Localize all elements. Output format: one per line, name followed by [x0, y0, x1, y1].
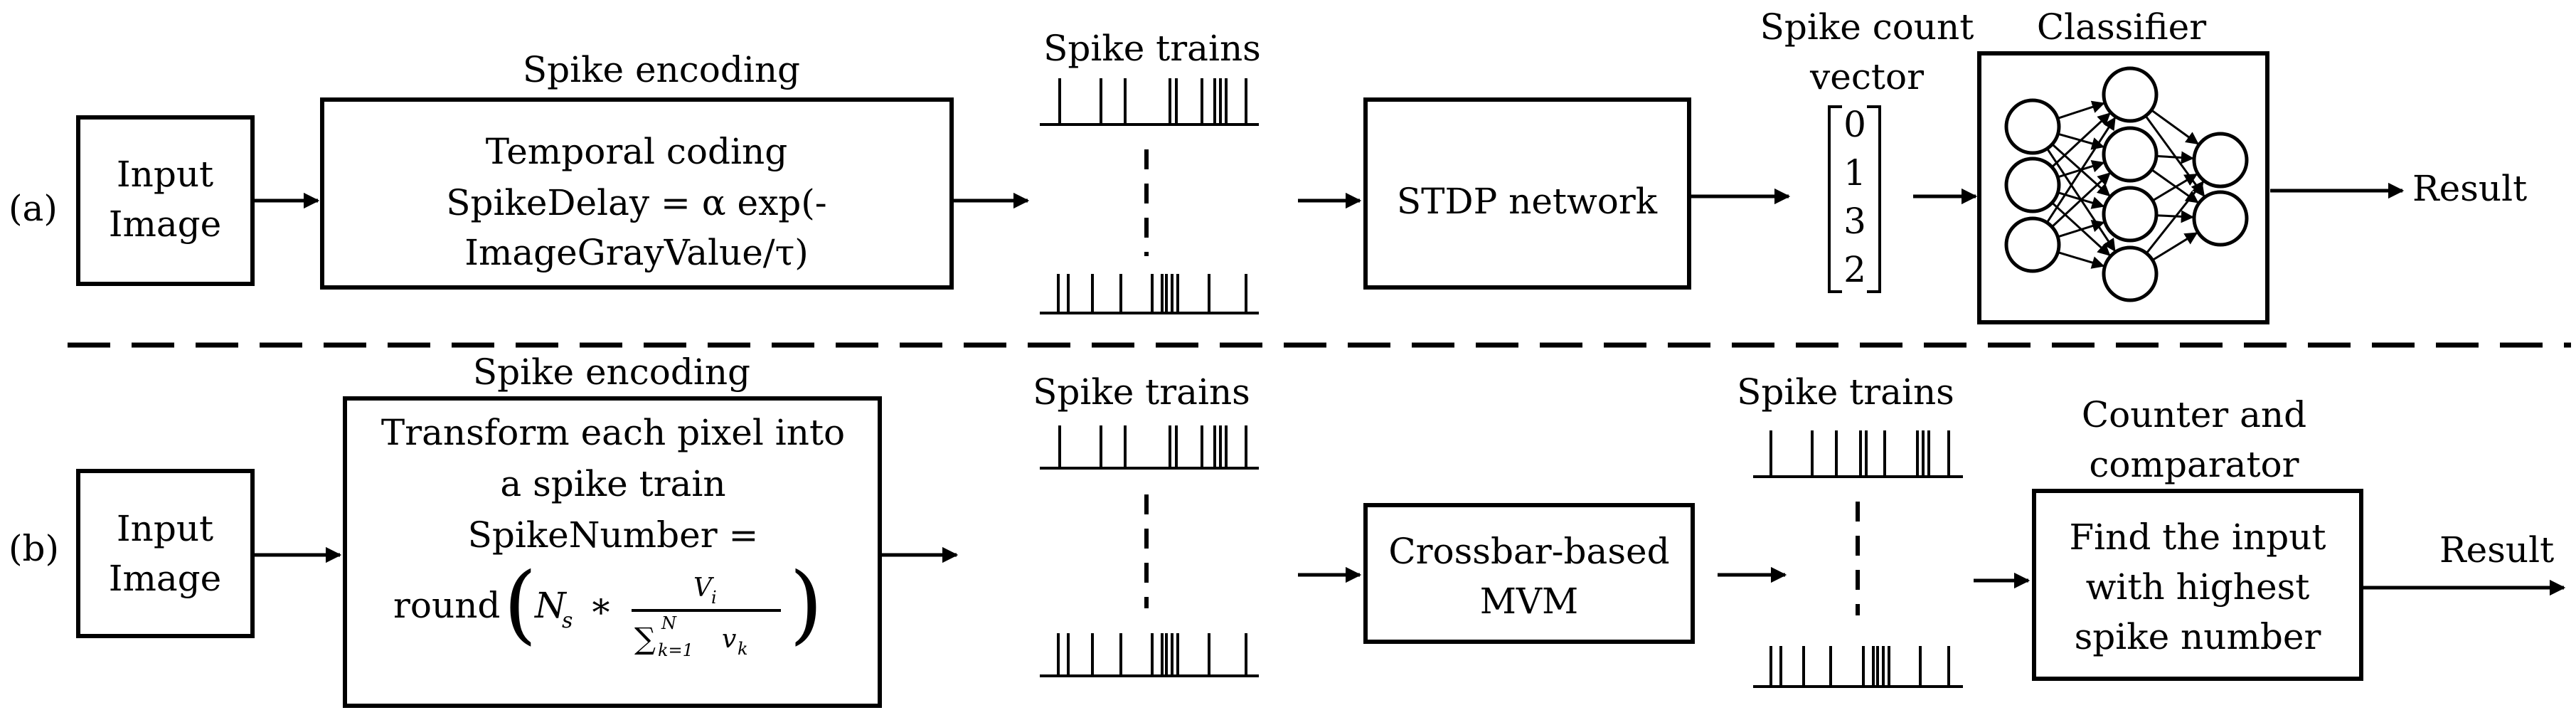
stdp-network-box	[1363, 97, 1691, 290]
formula-sum: ∑	[634, 621, 656, 656]
vector-value: 0	[1843, 104, 1866, 145]
spike-train-bottom-a	[1040, 274, 1259, 314]
spike-train-bottom-b2	[1753, 646, 1963, 688]
spike-count-label-line2: vector	[1809, 56, 1924, 97]
spike-count-vector: 0 1 3 2	[1828, 104, 1881, 293]
stdp-network-label: STDP network	[1397, 181, 1658, 222]
formula-sum-lower: k=1	[658, 640, 693, 660]
input-image-label-a-line1: Input	[117, 154, 213, 195]
input-image-label-b-line1: Input	[117, 508, 213, 549]
nn-neuron	[2102, 245, 2159, 302]
nn-edge	[2051, 112, 2111, 168]
formula-sum-upper: N	[661, 613, 677, 633]
nn-neuron	[2102, 126, 2159, 183]
formula-ns-sub: s	[562, 608, 573, 633]
nn-edge	[2058, 251, 2105, 269]
spike-trains-label-b1: Spike trains	[1033, 371, 1250, 413]
nn-neuron	[2004, 98, 2061, 155]
nn-edge	[2151, 109, 2199, 145]
spike-encoding-title-a: Spike encoding	[523, 49, 800, 90]
counter-title-line2: comparator	[2089, 444, 2299, 485]
spike-encoding-box-a	[320, 97, 954, 290]
vector-value: 1	[1843, 152, 1866, 194]
panel-b: (b) Input Image Spike encoding Transform…	[9, 351, 2566, 708]
nn-neuron	[2192, 132, 2249, 189]
nn-edge	[2145, 181, 2204, 254]
formula-round: round	[393, 585, 500, 626]
spike-encoding-line3-b: SpikeNumber =	[468, 514, 759, 556]
spike-encoding-line1-a: Temporal coding	[486, 131, 788, 172]
counter-line2: with highest	[2086, 566, 2310, 608]
nn-edge	[2151, 232, 2198, 261]
nn-edge	[2151, 173, 2198, 202]
formula-numerator: V	[693, 573, 715, 603]
vector-value: 3	[1843, 201, 1866, 242]
formula-left-paren: (	[504, 555, 537, 654]
crossbar-box	[1363, 503, 1695, 644]
nn-neuron	[2192, 190, 2249, 247]
nn-edge	[2057, 219, 2105, 238]
classifier-label: Classifier	[2037, 6, 2206, 48]
spike-train-top-b2	[1753, 430, 1963, 478]
counter-line1: Find the input	[2069, 517, 2326, 558]
formula-numerator-sub: i	[711, 588, 717, 608]
result-label-a: Result	[2412, 168, 2527, 209]
spike-encoding-line1-b: Transform each pixel into	[381, 412, 845, 453]
nn-neuron	[2102, 186, 2159, 243]
spike-encoding-box-b	[343, 396, 882, 708]
neural-network-edges	[2045, 100, 2205, 269]
nn-edge	[2156, 151, 2194, 164]
spike-trains-label-a: Spike trains	[1043, 28, 1261, 69]
input-image-label-b-line2: Image	[109, 558, 222, 599]
formula-star: ∗	[589, 585, 613, 626]
formula-ns: N	[534, 585, 568, 626]
crossbar-label-line1: Crossbar-based	[1388, 531, 1669, 572]
spike-encoding-line3-a: ImageGrayValue/τ)	[464, 232, 809, 273]
nn-edge	[2045, 117, 2117, 223]
nn-edge	[2057, 100, 2105, 120]
spike-encoding-line2-b: a spike train	[500, 463, 725, 504]
spike-count-label-line1: Spike count	[1760, 6, 1974, 48]
counter-line3: spike number	[2075, 616, 2321, 657]
nn-edge	[2051, 172, 2111, 228]
spike-train-top-b1	[1040, 425, 1259, 470]
spike-trains-label-b2: Spike trains	[1737, 371, 1954, 413]
neural-network-nodes	[2004, 66, 2249, 302]
panel-a: (a) Input Image Spike encoding Temporal …	[9, 6, 2527, 324]
spike-encoding-title-b: Spike encoding	[473, 351, 750, 393]
vector-value: 2	[1843, 249, 1866, 290]
crossbar-label-line2: MVM	[1480, 581, 1579, 622]
counter-box	[2032, 489, 2363, 681]
panel-b-tag: (b)	[9, 528, 59, 569]
result-label-b: Result	[2439, 529, 2554, 571]
spike-number-formula: round ( N s ∗ V i ∑ N k=1 v k )	[393, 555, 823, 660]
input-image-box-b	[76, 469, 255, 638]
formula-denominator-sub: k	[738, 639, 748, 659]
spike-encoding-line2-a: SpikeDelay = α exp(-	[446, 182, 826, 223]
spike-train-top-a	[1040, 78, 1259, 126]
nn-neuron	[2102, 66, 2159, 123]
formula-right-paren: )	[789, 555, 823, 654]
spike-train-bottom-b1	[1040, 633, 1259, 677]
nn-neuron	[2004, 157, 2061, 213]
input-image-box-a	[76, 115, 255, 286]
formula-denominator: v	[722, 625, 736, 654]
panel-a-tag: (a)	[9, 188, 58, 229]
nn-neuron	[2004, 216, 2061, 273]
input-image-label-a-line2: Image	[109, 203, 222, 245]
counter-title-line1: Counter and	[2082, 394, 2306, 435]
